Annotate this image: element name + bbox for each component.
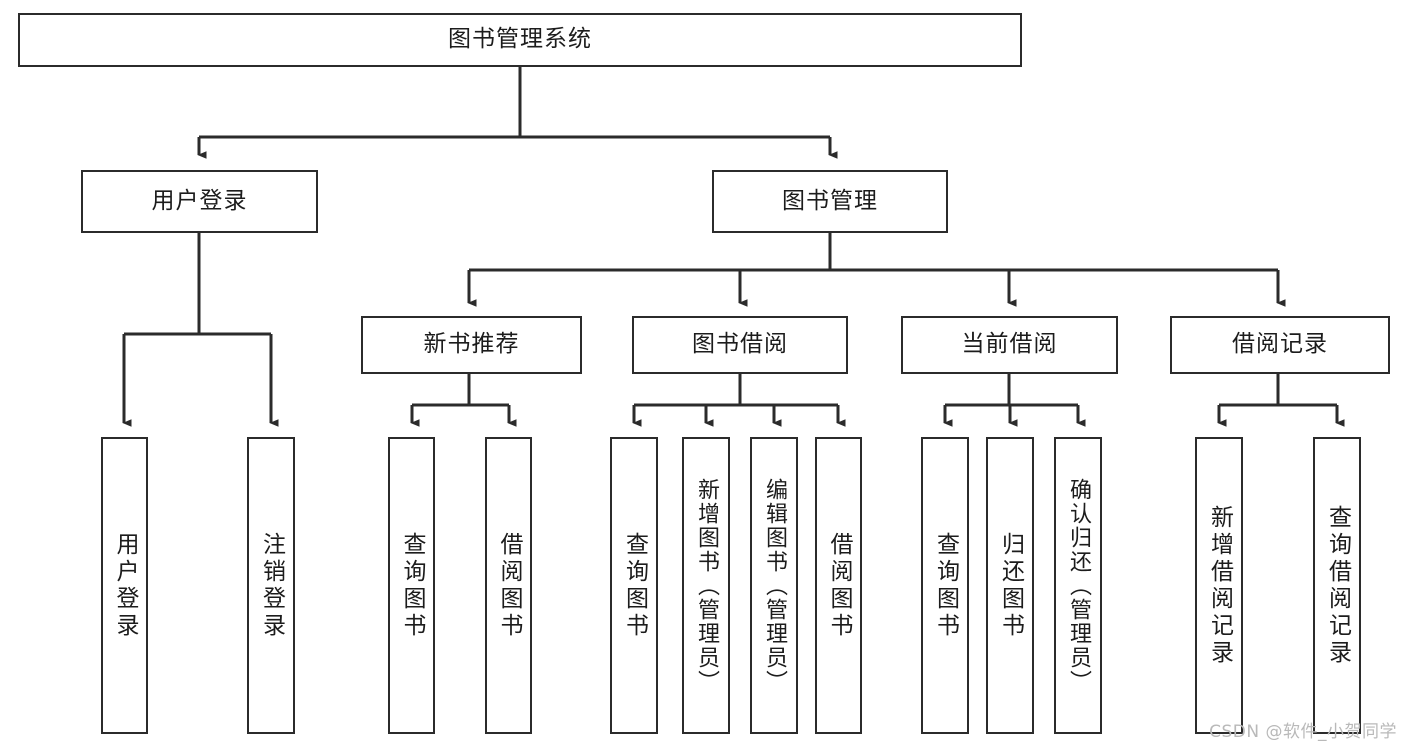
node-label-leaf-query-borrow-record: 查询借阅记录	[1324, 504, 1351, 667]
node-label-leaf-user-login-logout: 注销登录	[258, 531, 285, 640]
node-leaf-new-book-query[interactable]: 查询图书	[388, 437, 435, 734]
node-leaf-user-login-logout[interactable]: 注销登录	[247, 437, 295, 734]
node-label-leaf-new-book-query: 查询图书	[399, 531, 425, 640]
node-book-management[interactable]: 图书管理	[712, 170, 948, 233]
node-leaf-book-borrow-query[interactable]: 查询图书	[610, 437, 658, 734]
node-label-leaf-current-borrow-query: 查询图书	[932, 531, 959, 640]
node-leaf-current-borrow-query[interactable]: 查询图书	[921, 437, 969, 734]
node-leaf-book-borrow-borrow[interactable]: 借阅图书	[815, 437, 862, 734]
node-label-new-book-recommend: 新书推荐	[423, 331, 520, 358]
node-label-leaf-confirm-return-admin: 确认归还（管理员）	[1066, 477, 1091, 694]
node-book-borrow[interactable]: 图书借阅	[632, 316, 848, 374]
node-root-book-management-system[interactable]: 图书管理系统	[18, 13, 1022, 67]
node-label-leaf-book-edit-admin: 编辑图书（管理员）	[762, 477, 787, 694]
node-borrow-record[interactable]: 借阅记录	[1170, 316, 1390, 374]
node-label-book-management: 图书管理	[782, 187, 878, 214]
node-new-book-recommend[interactable]: 新书推荐	[361, 316, 582, 374]
node-label-leaf-new-book-borrow: 借阅图书	[496, 531, 522, 640]
node-label-borrow-record: 借阅记录	[1232, 331, 1328, 358]
node-label-leaf-add-borrow-record: 新增借阅记录	[1206, 504, 1233, 667]
node-label-root: 图书管理系统	[448, 26, 592, 53]
node-current-borrow[interactable]: 当前借阅	[901, 316, 1118, 374]
node-label-leaf-book-borrow-borrow: 借阅图书	[826, 531, 852, 640]
node-leaf-current-borrow-return[interactable]: 归还图书	[986, 437, 1034, 734]
node-leaf-add-borrow-record[interactable]: 新增借阅记录	[1195, 437, 1243, 734]
watermark-text: CSDN @软件_小贺同学	[1209, 722, 1397, 742]
node-user-login[interactable]: 用户登录	[81, 170, 318, 233]
node-label-user-login: 用户登录	[151, 187, 248, 214]
node-leaf-user-login-login[interactable]: 用户登录	[101, 437, 148, 734]
node-label-leaf-book-add-admin: 新增图书（管理员）	[694, 477, 719, 694]
node-leaf-book-edit-admin[interactable]: 编辑图书（管理员）	[750, 437, 798, 734]
node-label-leaf-current-borrow-return: 归还图书	[997, 531, 1024, 640]
node-label-book-borrow: 图书借阅	[692, 331, 788, 358]
node-label-leaf-book-borrow-query: 查询图书	[621, 531, 648, 640]
node-leaf-new-book-borrow[interactable]: 借阅图书	[485, 437, 532, 734]
node-leaf-confirm-return-admin[interactable]: 确认归还（管理员）	[1054, 437, 1102, 734]
node-leaf-query-borrow-record[interactable]: 查询借阅记录	[1313, 437, 1361, 734]
node-label-leaf-user-login-login: 用户登录	[112, 531, 138, 640]
node-leaf-book-add-admin[interactable]: 新增图书（管理员）	[682, 437, 730, 734]
node-label-current-borrow: 当前借阅	[961, 331, 1058, 358]
